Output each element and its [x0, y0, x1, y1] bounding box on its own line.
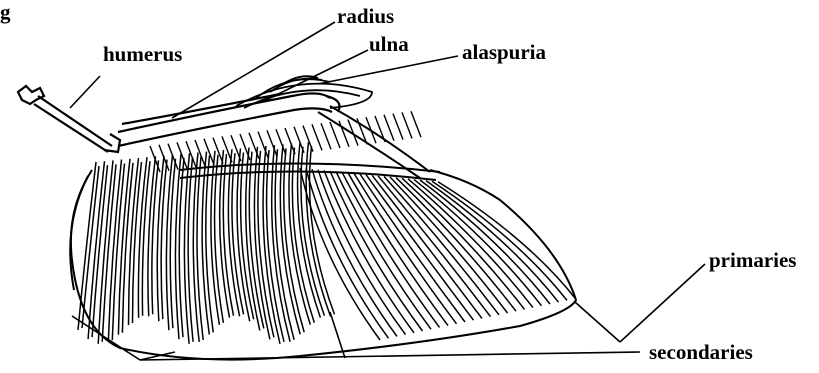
label-radius: radius [337, 6, 394, 27]
covert-feather-stroke [312, 124, 322, 150]
label-ulna: ulna [369, 34, 409, 55]
secondary-feather-stroke [170, 159, 175, 328]
label-humerus: humerus [103, 44, 182, 65]
label-primaries: primaries [709, 250, 796, 271]
secondary-feather-stroke [249, 152, 264, 329]
secondary-feather-stroke [179, 158, 184, 337]
covert-feather-stroke [402, 112, 412, 138]
secondary-feather-stroke [122, 163, 133, 333]
covert-feather-stroke [375, 116, 385, 142]
covert-feather-stroke [366, 117, 376, 143]
covert-feather-stroke [411, 111, 421, 137]
covert-feather-stroke [222, 136, 232, 162]
figure-heading: g [0, 2, 11, 23]
primary-feathers [300, 168, 576, 340]
label-secondaries: secondaries [649, 342, 753, 363]
secondary-feather-stroke [246, 148, 260, 331]
secondary-feather-stroke [78, 162, 96, 330]
leader-line-primaries-b [575, 302, 620, 342]
covert-feather-stroke [231, 135, 241, 161]
primary-feather-stroke [360, 174, 465, 322]
label-alaspuria: alaspuria [462, 42, 546, 63]
secondary-feather-stroke [237, 148, 250, 321]
secondary-feather-stroke [175, 154, 181, 339]
leader-line-primaries-a [620, 264, 705, 342]
primary-feather-stroke [366, 175, 474, 321]
covert-feather-stroke [177, 142, 187, 168]
covert-feather-stroke [159, 145, 169, 171]
covert-feather-stroke [168, 144, 178, 170]
primary-feather-stroke [408, 179, 533, 308]
covert-feather-stroke [339, 121, 349, 147]
covert-feather-stroke [150, 146, 160, 172]
leader-line-humerus [70, 76, 100, 108]
radius-ulna-bones [118, 93, 340, 146]
covert-feather-stroke [186, 141, 196, 167]
covert-feather-stroke [384, 115, 394, 141]
secondary-feather-stroke [188, 157, 193, 342]
secondary-feather-stroke [157, 156, 164, 322]
secondary-feather-stroke [129, 158, 139, 325]
covert-feather-stroke [321, 123, 331, 149]
covert-feather-stroke [393, 114, 403, 140]
covert-feather-stroke [240, 134, 250, 160]
covert-feather-stroke [249, 133, 259, 159]
primary-feather-stroke [336, 172, 431, 330]
leader-line-alaspuria [318, 56, 458, 84]
humerus-bone [18, 86, 120, 152]
